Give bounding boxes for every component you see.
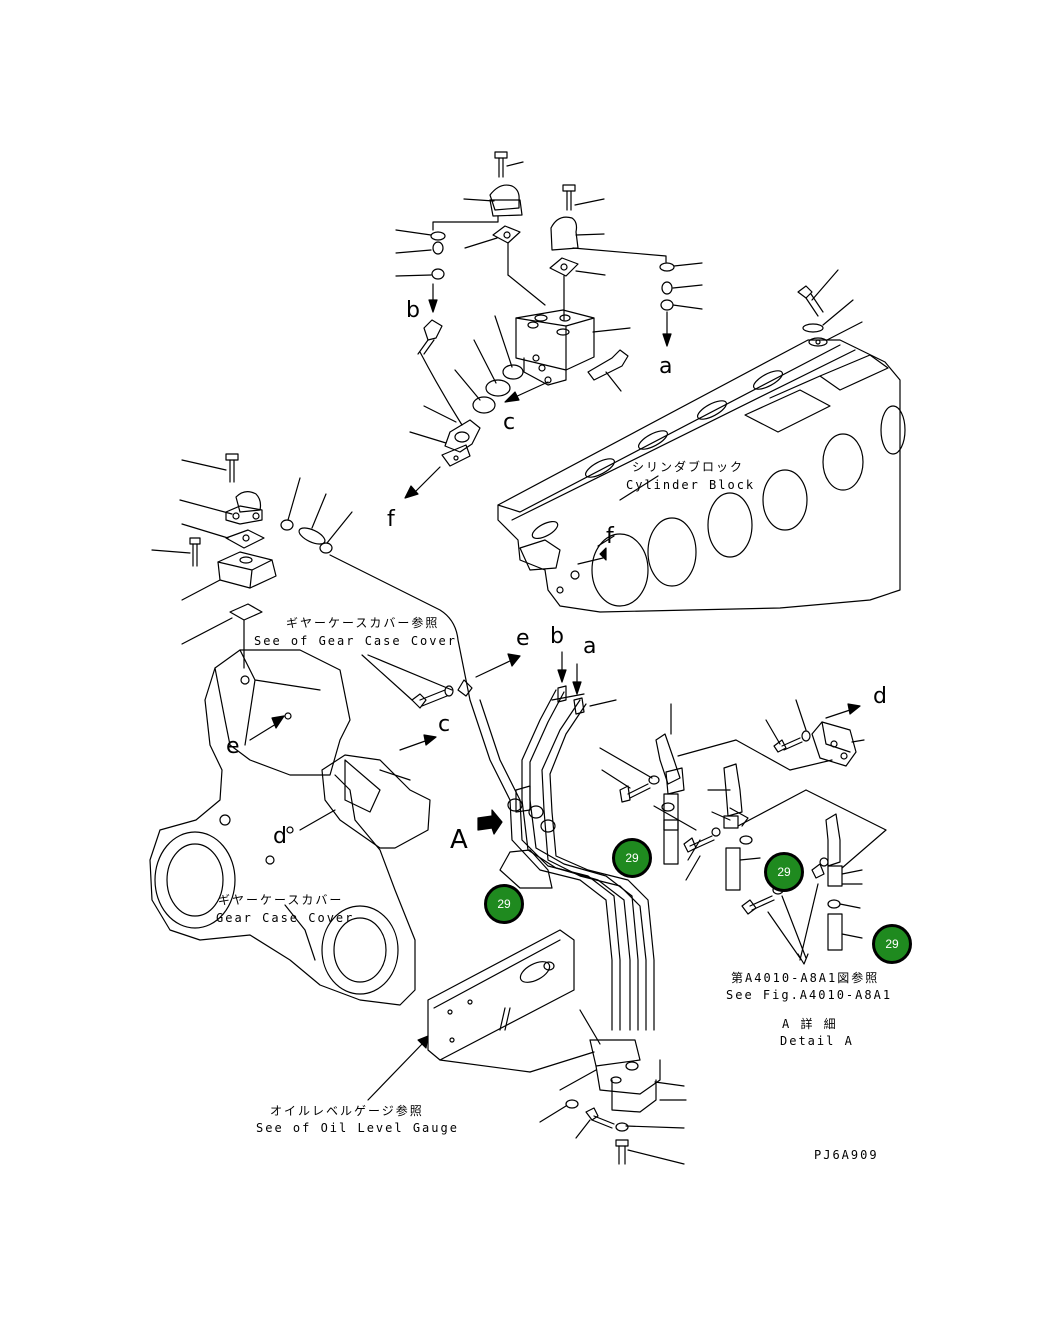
- top-breather-assembly: [395, 151, 703, 499]
- cylinder-block-label-en: Cylinder Block: [626, 478, 756, 492]
- callout-f-top: f: [387, 507, 395, 532]
- part-29-badge-pipe[interactable]: 29: [484, 884, 524, 924]
- gear-case-label-jp: ギヤーケースカバー: [218, 893, 344, 907]
- callout-b-mid: b: [550, 624, 564, 649]
- left-breather-assembly: [151, 453, 471, 701]
- gear-case-ref-label-jp: ギヤーケースカバー参照: [286, 616, 440, 630]
- detail-a-label-en: Detail A: [780, 1034, 854, 1048]
- callout-c-mid: c: [438, 712, 451, 737]
- pipe-assembly: [367, 651, 687, 1165]
- fig-ref-label-en: See Fig.A4010-A8A1: [726, 988, 893, 1002]
- oil-level-ref-label-jp: オイルレベルゲージ参照: [270, 1104, 424, 1118]
- callout-d-left: d: [273, 824, 287, 849]
- oil-level-ref-label-en: See of Oil Level Gauge: [256, 1121, 459, 1135]
- callout-c-top: c: [503, 410, 516, 435]
- detail-a: [599, 699, 887, 965]
- callout-d-right: d: [873, 684, 887, 709]
- callout-a-mid: a: [583, 634, 597, 659]
- gear-case-ref-label-en: See of Gear Case Cover: [254, 634, 457, 648]
- callout-b-top: b: [406, 298, 420, 323]
- cylinder-block: [497, 269, 906, 613]
- cylinder-block-label-jp: シリンダブロック: [632, 460, 745, 474]
- gear-case-label-en: Gear Case Cover: [216, 911, 355, 925]
- fig-ref-label-jp: 第A4010-A8A1図参照: [731, 971, 880, 985]
- part-29-badge-detail-left[interactable]: 29: [612, 838, 652, 878]
- callout-e-left: e: [226, 734, 240, 759]
- detail-a-label-jp: A 詳 細: [782, 1017, 838, 1031]
- part-29-badge-detail-center[interactable]: 29: [764, 852, 804, 892]
- drawing-code: PJ6A909: [814, 1148, 879, 1162]
- gear-case-cover: [149, 649, 454, 1006]
- callout-A-arrow: A: [450, 825, 468, 855]
- part-29-badge-detail-right[interactable]: 29: [872, 924, 912, 964]
- callout-e-mid: e: [516, 626, 530, 651]
- callout-a-top: a: [659, 354, 673, 379]
- callout-f-block: f: [606, 524, 614, 549]
